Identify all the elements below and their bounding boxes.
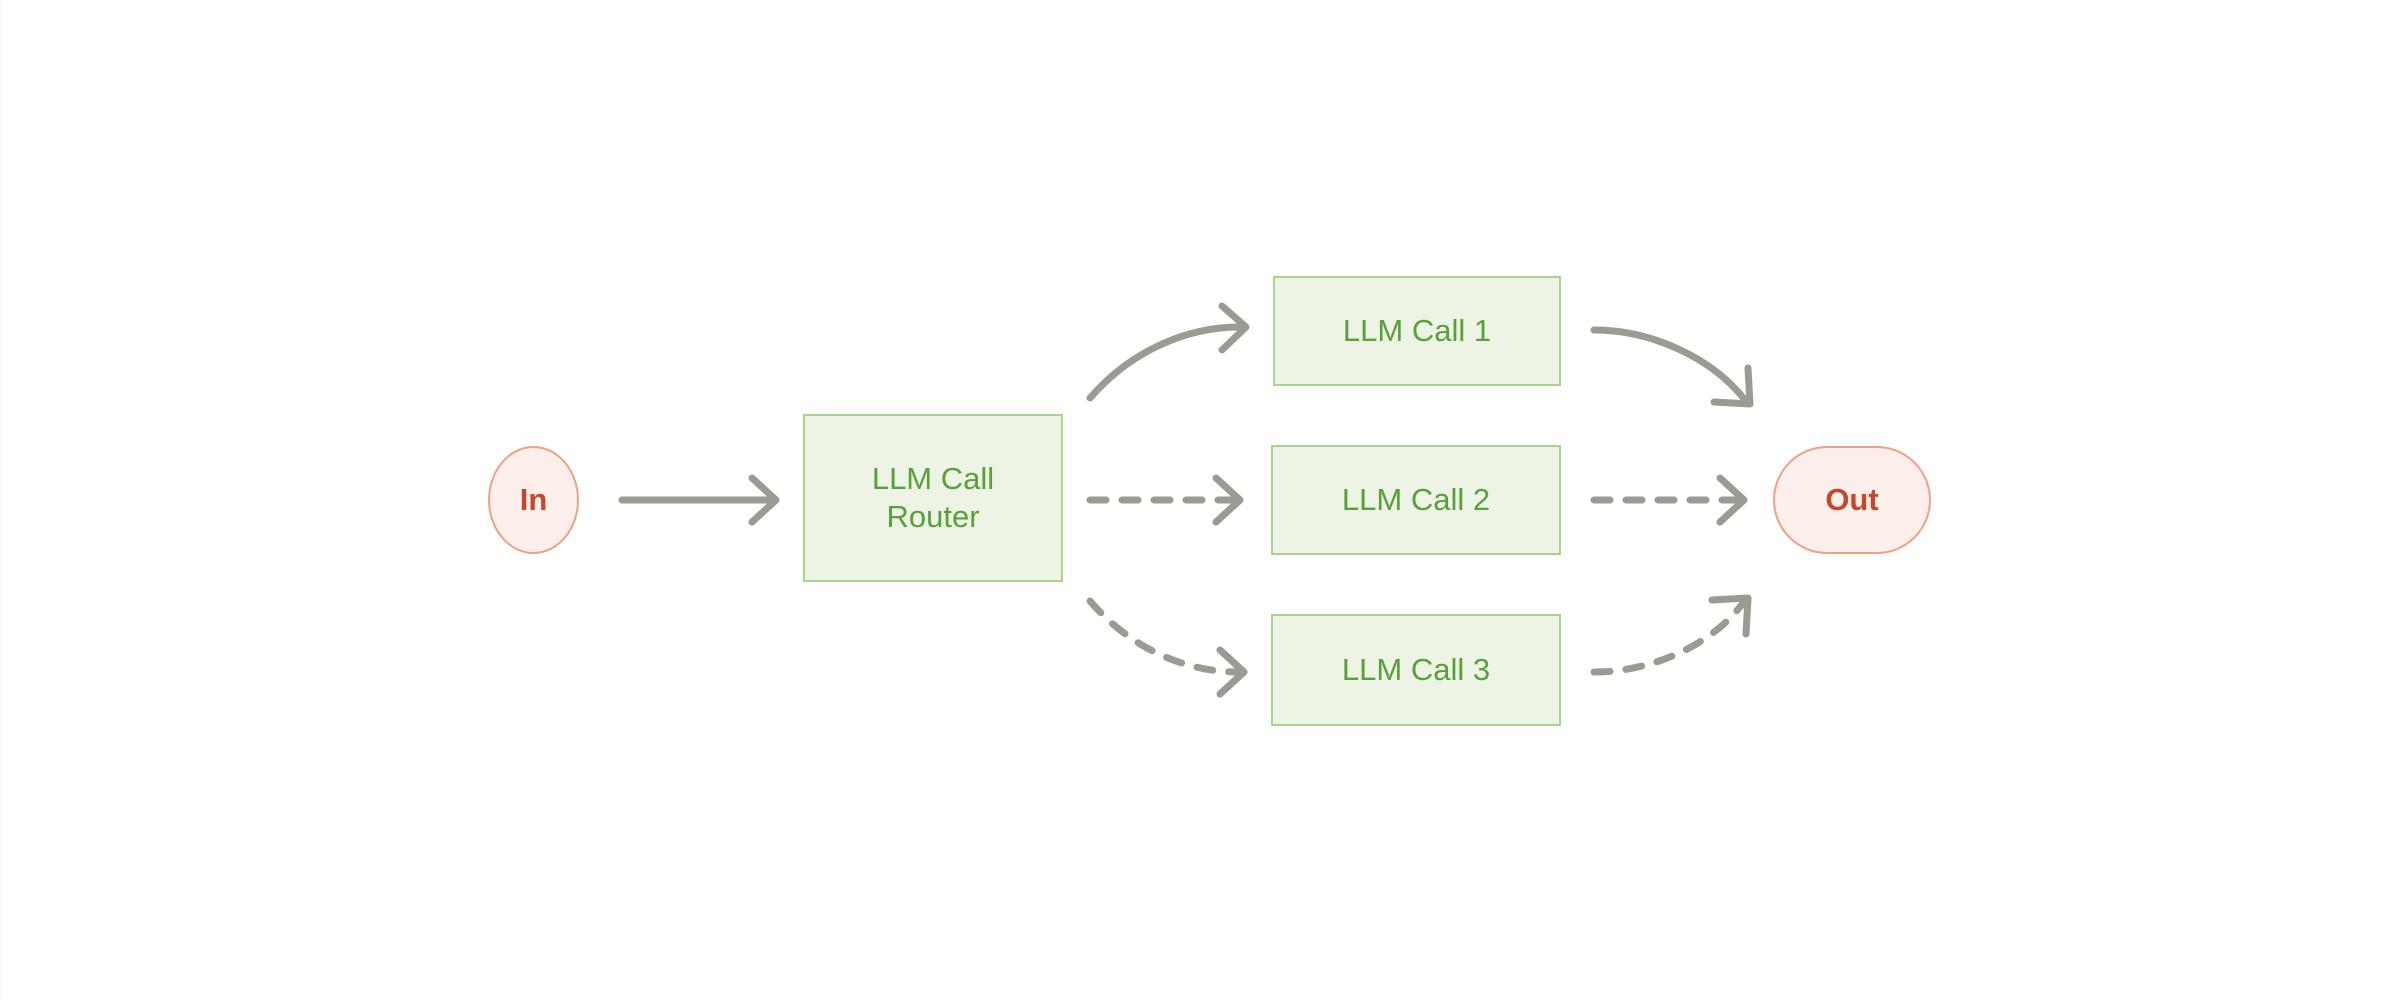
node-llm-call-2-label: LLM Call 2 [1341,482,1491,518]
edge-call-2-to-out [1590,474,1748,526]
node-llm-call-router[interactable]: LLM Call Router [803,414,1063,582]
node-llm-call-1-label: LLM Call 1 [1342,313,1492,349]
edge-router-to-call-1 [1086,302,1250,402]
node-llm-call-3[interactable]: LLM Call 3 [1271,614,1561,726]
edge-router-to-call-2 [1086,474,1244,526]
edge-call-3-to-out [1590,594,1752,676]
node-in-label: In [519,482,548,517]
node-llm-call-router-label: LLM Call Router [871,461,995,534]
node-in[interactable]: In [488,446,579,554]
node-out[interactable]: Out [1773,446,1931,554]
canvas-left-edge-rule [0,0,2,1000]
edge-in-to-router [618,474,780,526]
node-llm-call-3-label: LLM Call 3 [1341,652,1491,688]
edge-call-1-to-out [1590,326,1754,408]
node-llm-call-2[interactable]: LLM Call 2 [1271,445,1561,555]
node-out-label: Out [1825,482,1879,517]
edge-router-to-call-3 [1086,597,1248,698]
node-llm-call-1[interactable]: LLM Call 1 [1273,276,1561,386]
